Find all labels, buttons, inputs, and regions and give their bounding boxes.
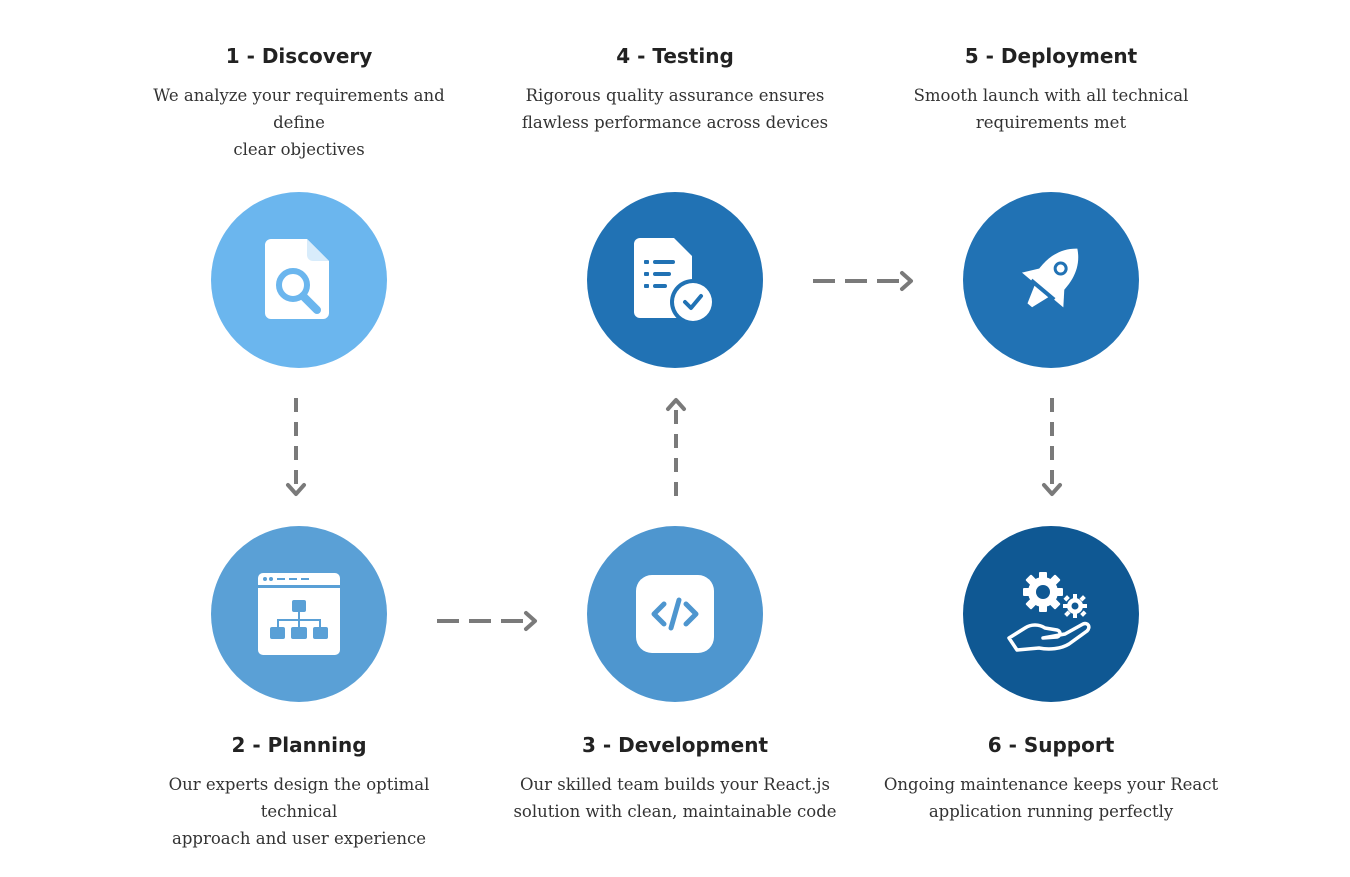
step-circle-planning bbox=[211, 526, 387, 702]
rocket-icon bbox=[1021, 248, 1079, 308]
step-development-text: 3 - Development Our skilled team builds … bbox=[505, 733, 845, 825]
step-discovery-text: 1 - Discovery We analyze your requiremen… bbox=[129, 44, 469, 163]
step-planning-text: 2 - Planning Our experts design the opti… bbox=[129, 733, 469, 852]
arrow-testing-to-deployment bbox=[813, 271, 913, 291]
step-circle-development bbox=[587, 526, 763, 702]
step-circle-discovery bbox=[211, 192, 387, 368]
code-icon bbox=[636, 575, 714, 653]
step-title: 1 - Discovery bbox=[225, 44, 373, 68]
arrow-development-to-testing bbox=[666, 398, 686, 496]
checklist-document-icon bbox=[634, 238, 716, 325]
arrow-deployment-to-support bbox=[1042, 398, 1062, 496]
sitemap-window-icon bbox=[258, 573, 340, 655]
step-deployment-text: 5 - Deployment Smooth launch with all te… bbox=[881, 44, 1221, 136]
step-title: 2 - Planning bbox=[231, 733, 367, 757]
step-circle-deployment bbox=[963, 192, 1139, 368]
step-title: 3 - Development bbox=[581, 733, 769, 757]
arrow-discovery-to-planning bbox=[286, 398, 306, 496]
arrow-planning-to-development bbox=[437, 611, 537, 631]
step-description: Our experts design the optimal technical… bbox=[168, 775, 430, 848]
step-description: Our skilled team builds your React.js so… bbox=[513, 775, 837, 821]
step-circle-support bbox=[963, 526, 1139, 702]
step-testing-text: 4 - Testing Rigorous quality assurance e… bbox=[505, 44, 845, 136]
step-description: Ongoing maintenance keeps your React app… bbox=[883, 775, 1219, 821]
step-support-text: 6 - Support Ongoing maintenance keeps yo… bbox=[881, 733, 1221, 825]
document-search-icon bbox=[265, 239, 329, 319]
step-description: We analyze your requirements and define … bbox=[153, 86, 445, 159]
step-title: 4 - Testing bbox=[616, 44, 734, 68]
step-description: Smooth launch with all technical require… bbox=[913, 86, 1189, 132]
step-description: Rigorous quality assurance ensures flawl… bbox=[521, 86, 829, 132]
step-title: 6 - Support bbox=[987, 733, 1115, 757]
step-circle-testing bbox=[587, 192, 763, 368]
step-title: 5 - Deployment bbox=[964, 44, 1138, 68]
gears-hand-icon bbox=[1007, 572, 1091, 652]
